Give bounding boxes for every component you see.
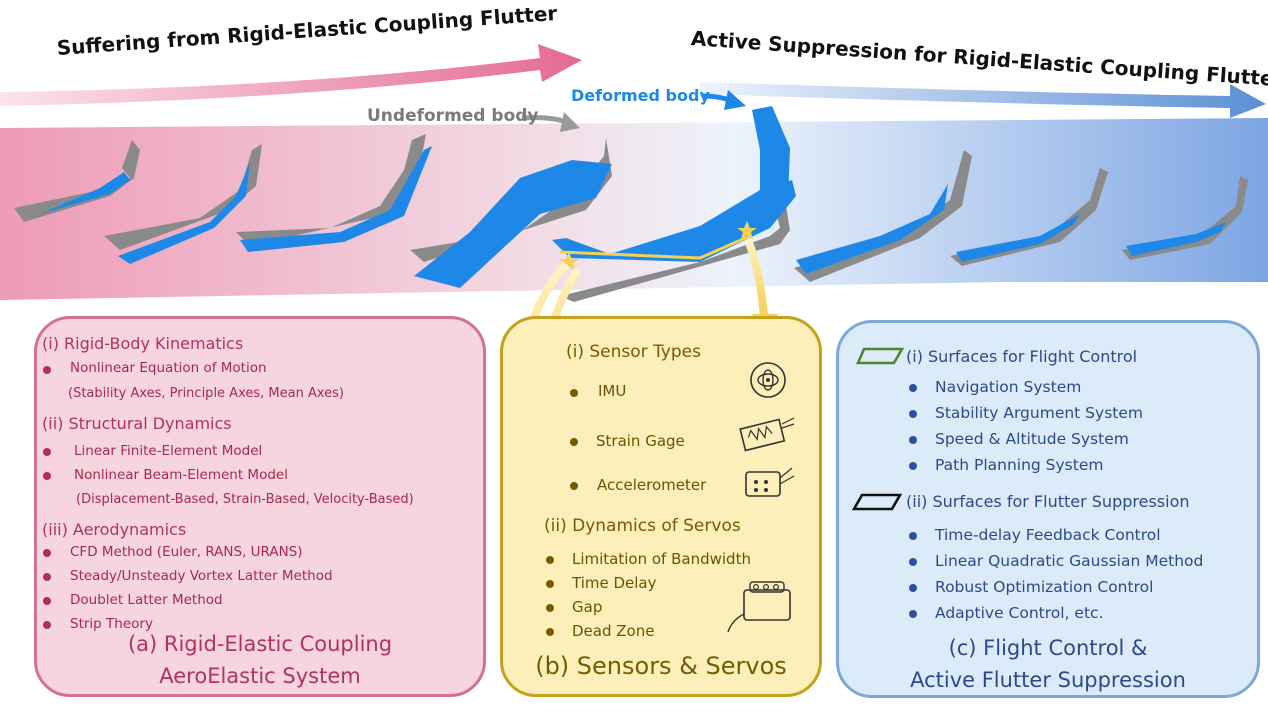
- bullet: [909, 558, 917, 566]
- b-sec1-heading: (i) Sensor Types: [566, 342, 701, 362]
- aircraft-1: [14, 140, 140, 222]
- a-sec3-item-0: CFD Method (Euler, RANS, URANS): [70, 544, 303, 560]
- bullet: [43, 366, 51, 374]
- bullet: [546, 604, 554, 612]
- a-sec3-heading: (iii) Aerodynamics: [42, 520, 187, 539]
- bullet: [909, 532, 917, 540]
- a-sec2-item-0: Linear Finite-Element Model: [74, 443, 263, 459]
- suffering-arrow: [0, 44, 582, 106]
- aircraft-4: [410, 138, 612, 288]
- bullet: [43, 621, 51, 629]
- undeformed-label: Undeformed body: [367, 106, 539, 126]
- a-sec3-item-1: Steady/Unsteady Vortex Latter Method: [70, 568, 333, 584]
- a-sec1-item-0: Nonlinear Equation of Motion: [70, 360, 267, 376]
- a-footer-line1: (a) Rigid-Elastic Coupling: [127, 632, 393, 656]
- bullet: [909, 436, 917, 444]
- bullet: [43, 573, 51, 581]
- aircraft-5: [794, 150, 972, 282]
- panel-flight-control: [836, 320, 1260, 698]
- sensor-star-left: [559, 252, 579, 270]
- aircraft-3: [236, 134, 432, 252]
- bullet: [570, 438, 578, 446]
- bullet: [570, 482, 578, 490]
- sensor-star-right: [737, 221, 757, 239]
- flutter-band: [0, 118, 1268, 300]
- b-servo-2: Gap: [572, 598, 603, 616]
- c-footer-line2: Active Flutter Suppression: [910, 668, 1186, 692]
- b-sec2-heading: (ii) Dynamics of Servos: [544, 516, 741, 536]
- c-sec1-item-0: Navigation System: [935, 378, 1082, 396]
- c-sec1-item-3: Path Planning System: [935, 456, 1104, 474]
- aircraft-7: [1122, 176, 1248, 260]
- servo-icon: [727, 581, 791, 633]
- sensor-arrow-3: [744, 238, 768, 317]
- b-servo-1: Time Delay: [572, 574, 657, 592]
- deformed-pointer-head: [724, 90, 746, 110]
- aircraft-2: [104, 144, 262, 264]
- bullet: [909, 584, 917, 592]
- bullet: [546, 580, 554, 588]
- bullet: [43, 549, 51, 557]
- a-sec2-item-1: Nonlinear Beam-Element Model: [74, 467, 288, 483]
- strain-gage-icon: [739, 417, 795, 452]
- b-servo-0: Limitation of Bandwidth: [572, 550, 751, 568]
- accelerometer-icon: [745, 467, 795, 497]
- deformed-label: Deformed body: [571, 86, 710, 105]
- suppression-arrow: [700, 82, 1266, 118]
- c-sec2-item-2: Robust Optimization Control: [935, 578, 1154, 596]
- b-footer: (b) Sensors & Servos: [535, 652, 787, 680]
- c-sec1-item-2: Speed & Altitude System: [935, 430, 1129, 448]
- c-sec2-heading: (ii) Surfaces for Flutter Suppression: [906, 492, 1190, 511]
- panel-aeroelastic-system: [34, 316, 486, 697]
- aircraft-central: [552, 106, 796, 302]
- bullet: [909, 410, 917, 418]
- a-sec1-heading: (i) Rigid-Body Kinematics: [42, 334, 244, 353]
- bullet: [570, 389, 578, 397]
- flight-control-surface-icon: [856, 347, 904, 365]
- aircraft-6: [950, 168, 1108, 266]
- a-footer-line2: AeroElastic System: [159, 664, 361, 688]
- flutter-suppression-surface-icon: [852, 493, 902, 511]
- bullet: [43, 597, 51, 605]
- undeformed-pointer-head: [560, 112, 580, 132]
- a-sec3-item-3: Strip Theory: [70, 616, 153, 632]
- bullet: [909, 462, 917, 470]
- c-sec2-item-3: Adaptive Control, etc.: [935, 604, 1104, 622]
- b-sensor-2: Accelerometer: [597, 476, 707, 494]
- a-sec2-heading: (ii) Structural Dynamics: [42, 414, 232, 433]
- bullet: [546, 556, 554, 564]
- c-sec2-item-0: Time-delay Feedback Control: [935, 526, 1161, 544]
- b-sensor-1: Strain Gage: [596, 432, 685, 450]
- a-sec2-sub: (Displacement-Based, Strain-Based, Veloc…: [76, 492, 414, 507]
- imu-icon: [750, 362, 786, 398]
- a-sec1-sub: (Stability Axes, Principle Axes, Mean Ax…: [68, 386, 344, 401]
- c-sec2-item-1: Linear Quadratic Gaussian Method: [935, 552, 1204, 570]
- c-sec1-item-1: Stability Argument System: [935, 404, 1143, 422]
- bullet: [909, 610, 917, 618]
- bullet: [43, 472, 51, 480]
- bullet: [546, 628, 554, 636]
- c-sec1-heading: (i) Surfaces for Flight Control: [906, 347, 1138, 366]
- bullet: [909, 384, 917, 392]
- bullet: [43, 448, 51, 456]
- b-sensor-0: IMU: [598, 382, 627, 400]
- c-footer-line1: (c) Flight Control &: [948, 636, 1148, 660]
- a-sec3-item-2: Doublet Latter Method: [70, 592, 223, 608]
- b-servo-3: Dead Zone: [572, 622, 655, 640]
